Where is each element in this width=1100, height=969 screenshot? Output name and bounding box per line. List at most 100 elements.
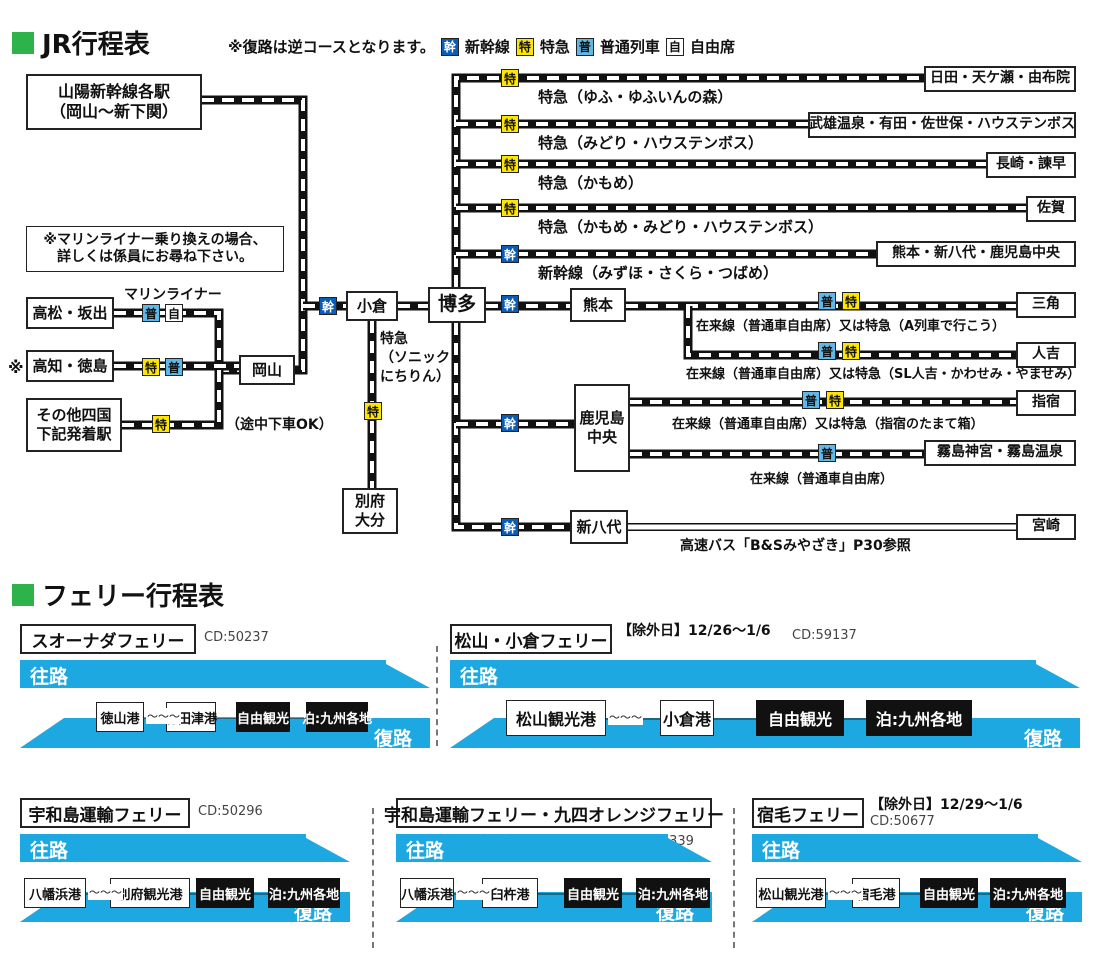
- shikoku-line1: その他四国: [36, 406, 112, 425]
- free-sightseeing: 自由観光: [236, 702, 290, 732]
- outbound-label: 往路: [762, 840, 801, 862]
- hakata-route-label: 新幹線（みずほ・さくら・つばめ）: [538, 264, 779, 282]
- sea-route-mark: 〜〜〜: [88, 884, 123, 900]
- legend: ※復路は逆コースとなります。 幹 新幹線 特 特急 普 普通列車 自 自由席: [228, 36, 735, 57]
- rail-line: [454, 323, 570, 529]
- sonic-line2: （ソニック: [380, 349, 450, 366]
- rail-line: [122, 370, 224, 430]
- free-sightseeing: 自由観光: [196, 878, 254, 908]
- station-beppu-oita: 別府 大分: [342, 488, 398, 534]
- sanyo-line1: 山陽新幹線各駅: [57, 82, 170, 101]
- overnight-kyushu: 泊:九州各地: [866, 700, 972, 736]
- station-kokura: 小倉: [346, 291, 398, 321]
- legend-note: ※復路は逆コースとなります。: [228, 38, 435, 56]
- hakata-route-destination: 熊本・新八代・鹿児島中央: [876, 241, 1076, 267]
- unreserved-seat-icon: 自: [165, 304, 183, 322]
- shinkansen-icon: 幹: [319, 297, 337, 315]
- limited-express-icon: 特: [142, 358, 160, 376]
- limited-express-icon: 特: [842, 292, 860, 310]
- beppu-line1: 別府: [354, 492, 385, 511]
- heading-square-icon: [12, 31, 34, 54]
- local-train-icon: 普: [575, 37, 594, 56]
- hakata-route-destination: 武雄温泉・有田・佐世保・ハウステンボス: [808, 112, 1076, 138]
- limited-express-icon: 特: [826, 391, 844, 409]
- shinkansen-icon: 幹: [501, 295, 519, 313]
- bus-route-label: 高速バス「B&Sみやざき」P30参照: [680, 538, 911, 554]
- beppu-line2: 大分: [354, 511, 385, 529]
- departure-port: 八幡浜港: [24, 878, 86, 908]
- station-kochi: 高知・徳島: [26, 350, 114, 382]
- exclusion-dates: 【除外日】12/29〜1/6: [870, 797, 1023, 813]
- outbound-arrow: [450, 660, 1080, 688]
- hakata-route-destination: 長崎・諫早: [986, 152, 1076, 178]
- free-sightseeing: 自由観光: [756, 700, 844, 736]
- station-kumamoto: 熊本: [570, 288, 626, 322]
- marine-note-line2: 詳しくは係員にお尋ね下さい。: [57, 249, 253, 265]
- arrival-port: 別府観光港: [110, 878, 190, 908]
- shinkansen-icon: 幹: [501, 518, 519, 536]
- departure-port: 松山観光港: [506, 700, 606, 736]
- limited-express-icon: 特: [515, 37, 534, 56]
- shinkansen-icon: 幹: [501, 245, 519, 263]
- station-shinyatsushiro: 新八代: [570, 510, 628, 544]
- outbound-label: 往路: [406, 840, 445, 862]
- misumi-route-label: 在来線（普通車自由席）又は特急（A列車で行こう）: [696, 319, 1006, 334]
- ferry-code: CD:50237: [204, 630, 269, 645]
- legend-local-train: 普通列車: [599, 38, 660, 56]
- ibusuki-route-label: 在来線（普通車自由席）又は特急（指宿のたまて箱）: [672, 417, 984, 432]
- sanyo-line2: （岡山〜新下関）: [49, 102, 178, 121]
- stopover-note: （途中下車OK）: [226, 417, 333, 433]
- rail-line: [122, 370, 221, 427]
- legend-unreserved-seat: 自由席: [689, 38, 735, 56]
- outbound-label: 往路: [30, 666, 69, 688]
- sea-route-mark: 〜〜〜: [456, 884, 491, 900]
- local-train-icon: 普: [802, 391, 820, 409]
- station-takamatsu: 高松・坂出: [26, 297, 114, 329]
- divider: [372, 808, 374, 948]
- ferry-name: 宇和島運輸フェリー: [20, 798, 190, 828]
- kagoshima-line2: 中央: [586, 428, 617, 446]
- arrival-port: 臼杵港: [482, 878, 538, 908]
- shinkansen-icon: 幹: [440, 37, 459, 56]
- limited-express-icon: 特: [501, 199, 519, 217]
- kirishima-route-label: 在来線（普通車自由席）: [750, 472, 894, 487]
- hakata-route-label: 特急（ゆふ・ゆふいんの森）: [538, 88, 733, 106]
- station-okayama: 岡山: [239, 355, 295, 385]
- divider: [436, 646, 438, 746]
- dest-kirishima: 霧島神宮・霧島温泉: [924, 440, 1076, 466]
- overnight-kyushu: 泊:九州各地: [990, 878, 1066, 908]
- hakata-route-destination: 日田・天ケ瀬・由布院: [924, 66, 1076, 92]
- sonic-line1: 特急: [380, 331, 408, 347]
- limited-express-icon: 特: [152, 415, 170, 433]
- station-hakata: 博多: [428, 287, 486, 323]
- return-label: 復路: [374, 728, 413, 750]
- sanyo-shinkansen-box: 山陽新幹線各駅 （岡山〜新下関）: [26, 74, 202, 130]
- overnight-kyushu: 泊:九州各地: [636, 878, 710, 908]
- ferry-name: 松山・小倉フェリー: [450, 624, 612, 654]
- heading-square-icon: [12, 583, 34, 606]
- ferry-code: CD:59137: [792, 628, 857, 643]
- sea-route-mark: 〜〜〜: [146, 708, 181, 724]
- hakata-route-label: 特急（かもめ）: [538, 174, 644, 192]
- dest-miyazaki: 宮崎: [1016, 514, 1076, 540]
- shinkansen-icon: 幹: [501, 414, 519, 432]
- departure-port: 松山観光港: [756, 878, 826, 908]
- jr-heading: JR行程表: [12, 24, 150, 61]
- rail-line: [454, 76, 924, 287]
- limited-express-icon: 特: [501, 69, 519, 87]
- sonic-line3: にちりん）: [380, 368, 450, 385]
- ferry-name: 宇和島運輸フェリー・九四オレンジフェリー: [384, 798, 724, 828]
- hitoyoshi-route-label: 在来線（普通車自由席）又は特急（SL人吉・かわせみ・やませみ）: [686, 367, 1081, 382]
- limited-express-icon: 特: [501, 115, 519, 133]
- station-kagoshima-chuo: 鹿児島 中央: [574, 384, 630, 472]
- legend-shinkansen: 新幹線: [464, 38, 510, 56]
- station-shikoku-other: その他四国 下記発着駅: [26, 398, 122, 452]
- unreserved-seat-icon: 自: [665, 37, 684, 56]
- outbound-arrow: [752, 834, 1082, 862]
- ferry-name: 宿毛フェリー: [752, 798, 864, 828]
- local-train-icon: 普: [818, 292, 836, 310]
- local-train-icon: 普: [818, 342, 836, 360]
- marine-liner-label: マリンライナー: [124, 287, 222, 303]
- rail-line: [686, 306, 1016, 357]
